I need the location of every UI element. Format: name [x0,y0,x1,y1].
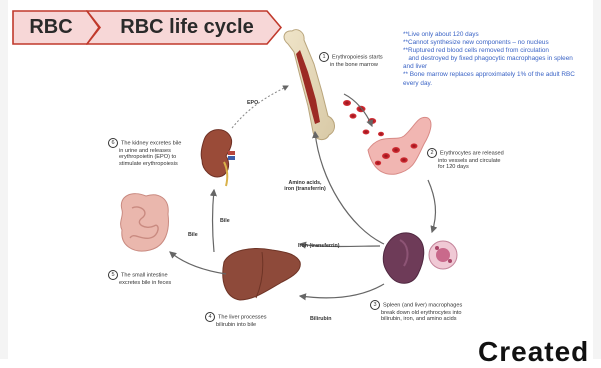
blood-vessel-illustration [368,117,431,174]
circulating-rbcs [343,100,384,136]
step-5-number: 5 [108,270,118,280]
bile-label-kidney: Bile [220,218,230,224]
bile-label-intestine: Bile [188,232,198,238]
iron-transferrin-label: Iron (transferrin) [298,243,340,249]
arrow-kidney-to-bone-epo [232,86,288,128]
liver-illustration [223,249,301,301]
created-footer-text: Created [478,336,589,368]
step-2-number: 2 [427,148,437,158]
arrow-liver-to-kidney [213,190,215,252]
spleen-illustration [383,233,424,283]
step-1-number: 1 [319,52,329,62]
arrow-liver-to-intestine [170,252,226,274]
kidney-illustration [201,130,235,186]
amino-acids-label: Amino acids, iron (transferrin) [270,180,340,192]
intestine-illustration [121,194,169,251]
arrow-spleen-to-liver [300,284,384,298]
bilirubin-label: Bilirubin [310,316,331,322]
step-6-number: 6 [108,138,118,148]
epo-label: EPO [247,100,258,106]
macrophage-illustration [429,241,457,269]
step-4-number: 4 [205,312,215,322]
step-3-number: 3 [370,300,380,310]
arrow-vessel-to-spleen [428,180,435,232]
bone-marrow-illustration [284,30,334,140]
